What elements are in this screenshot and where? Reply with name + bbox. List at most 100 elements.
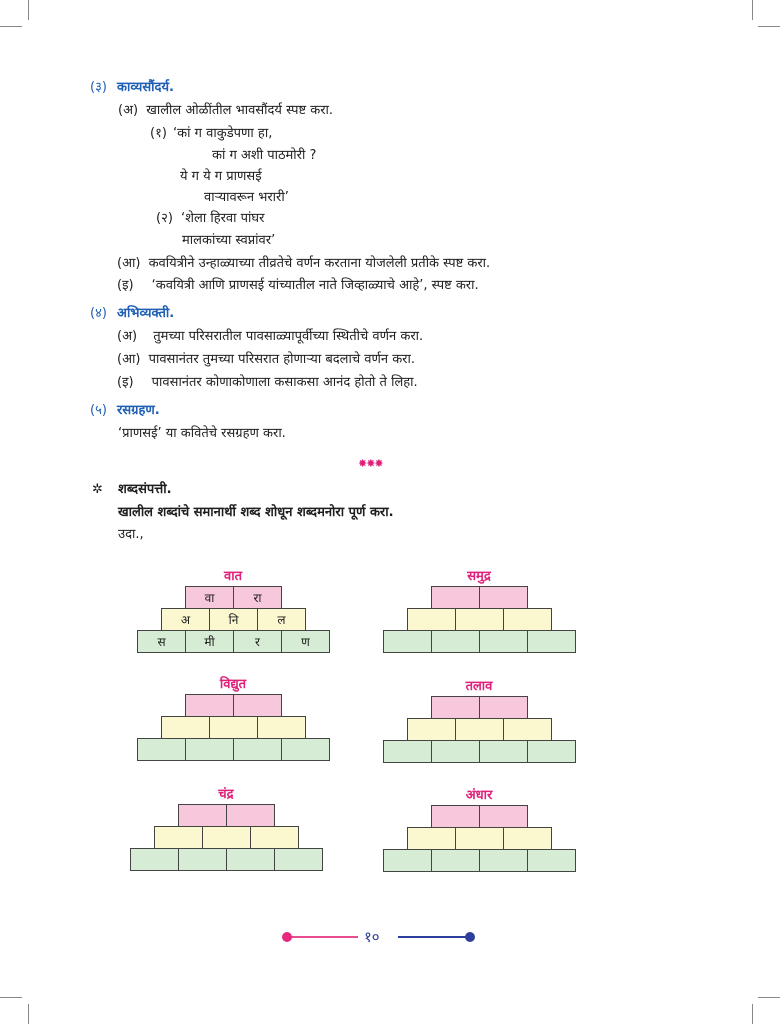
pyramid-cell[interactable] [250,826,299,849]
crop-mark [752,0,753,20]
pyramid-cell[interactable]: ण [281,630,330,653]
pyramid-cell[interactable] [431,740,480,763]
pyramid-cell[interactable] [202,826,251,849]
q3-aa-label: (आ) [117,256,141,271]
q5-text: ‘प्राणसई’ या कवितेचे रसग्रहण करा. [118,426,286,441]
crop-mark [0,997,22,998]
q3-i-text: ‘कवयित्री आणि प्राणसई यांच्यातील नाते जि… [151,278,479,293]
pyramid-cell[interactable]: नि [209,608,258,631]
pyramid-cell[interactable] [407,827,456,850]
crop-mark [758,26,780,27]
pyramid-cell[interactable] [209,716,258,739]
q5-title: रसग्रहण. [117,403,160,418]
pyramid-cell[interactable] [431,630,480,653]
pyramid-cell[interactable] [455,718,504,741]
poem-line: कां ग अशी पाठमोरी ? [212,148,317,163]
pyramid-title: चंद्र [218,787,234,802]
pyramid-cell[interactable] [233,694,282,717]
q3-aa: (आ) कवयित्रीने उन्हाळ्याच्या तीव्रतेचे व… [117,256,490,272]
q4-item-text: पावसानंतर कोणाकोणाला कसाकसा आनंद होतो ते… [151,375,418,390]
crop-mark [28,0,29,20]
pyramid-cell[interactable] [407,608,456,631]
pyramid-cell[interactable] [479,630,528,653]
q3-p2-first: (२) ‘शेला हिरवा पांघर [156,211,264,227]
pyramid-cell[interactable] [479,586,528,609]
q3-aa-text: कवयित्रीने उन्हाळ्याच्या तीव्रतेचे वर्णन… [148,256,491,271]
footer-line-blue [398,936,468,938]
crop-mark [28,1004,29,1024]
pyramid-cell[interactable] [503,608,552,631]
pyramid-cell[interactable] [178,848,227,871]
pyramid-cell[interactable] [479,849,528,872]
pyramid-cell[interactable]: मी [185,630,234,653]
q4-item-text: पावसानंतर तुमच्या परिसरात होणाऱ्या बदलाच… [148,352,416,367]
q3-p1-label: (१) [150,126,167,141]
pyramid-cell[interactable] [226,804,275,827]
pyramid-cell[interactable] [479,740,528,763]
q3-p2-label: (२) [156,211,173,226]
pyramid-cell[interactable] [257,716,306,739]
pyramid-cell[interactable] [178,804,227,827]
pyramid-cell[interactable] [154,826,203,849]
pyramid-cell[interactable] [527,630,576,653]
pyramid-cell[interactable] [161,716,210,739]
q5-number: (५) [90,403,107,418]
section-separator-icon: ✸✸✸ [358,457,384,470]
pyramid-title: विद्युत [219,677,247,692]
pyramid-cell[interactable] [431,805,480,828]
vocab-title: शब्दसंपत्ती. [118,482,172,497]
q4-item-text: तुमच्या परिसरातील पावसाळ्यापूर्वीच्या स्… [153,329,424,344]
pyramid-cell[interactable]: अ [161,608,210,631]
pyramid-cell[interactable] [383,849,432,872]
q3-i-label: (इ) [117,278,134,293]
pyramid-cell[interactable] [185,738,234,761]
pyramid-cell[interactable] [407,718,456,741]
pyramid-cell[interactable]: वा [185,586,234,609]
pyramid-cell[interactable] [455,827,504,850]
pyramid-title: अंधार [465,788,493,803]
q3-a-text: खालील ओळींतील भावसौंदर्य स्पष्ट करा. [146,103,334,118]
q5-heading: (५) रसग्रहण. [90,403,160,419]
footer-dot-pink [282,932,292,942]
q3-a-label: (अ) [118,103,139,118]
q3-heading: (३) काव्यसौंदर्य. [90,80,174,96]
pyramid-cell[interactable] [137,738,186,761]
q4-item-label: (आ) [117,352,141,367]
vocab-instruction: खालील शब्दांचे समानार्थी शब्द शोधून शब्द… [118,505,394,520]
pyramid-cell[interactable] [479,696,528,719]
q3-p1-first: (१) ‘कां ग वाकुडेपणा हा, [150,126,272,142]
q4-number: (४) [90,306,107,321]
pyramid-title: समुद्र [467,569,491,584]
poem-line: ‘शेला हिरवा पांघर [181,211,265,226]
pyramid-cell[interactable] [130,848,179,871]
pyramid-cell[interactable] [383,740,432,763]
pyramid-cell[interactable] [527,849,576,872]
pyramid-cell[interactable] [503,827,552,850]
poem-line: वाऱ्यावरून भरारी’ [204,190,289,205]
pyramid-cell[interactable] [431,586,480,609]
pyramid-cell[interactable] [527,740,576,763]
pyramid-cell[interactable] [455,608,504,631]
q4-item: (अ) तुमच्या परिसरातील पावसाळ्यापूर्वीच्य… [117,329,423,345]
pyramid-cell[interactable] [431,696,480,719]
pyramid-cell[interactable] [383,630,432,653]
poem-line: मालकांच्या स्वप्नांवर’ [182,233,276,248]
pyramid-cell[interactable]: स [137,630,186,653]
page-number: १० [364,928,380,946]
q4-item-label: (इ) [117,375,134,390]
pyramid-cell[interactable]: र [233,630,282,653]
pyramid-cell[interactable] [503,718,552,741]
pyramid-cell[interactable]: रा [233,586,282,609]
q4-item: (इ) पावसानंतर कोणाकोणाला कसाकसा आनंद होत… [117,375,418,391]
pyramid-cell[interactable] [274,848,323,871]
pyramid-cell[interactable]: ल [257,608,306,631]
crop-mark [758,997,780,998]
pyramid-cell[interactable] [281,738,330,761]
q3-number: (३) [90,80,107,95]
pyramid-cell[interactable] [185,694,234,717]
pyramid-cell[interactable] [226,848,275,871]
pyramid-cell[interactable] [233,738,282,761]
q3-i: (इ) ‘कवयित्री आणि प्राणसई यांच्यातील नात… [117,278,479,294]
pyramid-cell[interactable] [479,805,528,828]
pyramid-cell[interactable] [431,849,480,872]
